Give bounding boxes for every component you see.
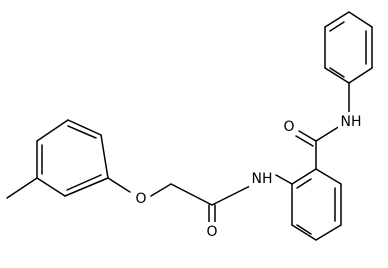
bond-nh-acetyl — [211, 185, 251, 206]
svg-text:O: O — [283, 119, 294, 135]
svg-text:O: O — [206, 224, 217, 240]
atom-o-carbonyl-top: O — [281, 117, 297, 135]
benzene-ring-middle — [291, 168, 342, 241]
bond-carbonyl-ch2 — [170, 183, 213, 206]
atom-o-ether: O — [133, 189, 149, 207]
bond-ring-nh — [275, 174, 293, 185]
atom-nh-top: NH — [338, 112, 364, 130]
bond-nh-carbonyl — [315, 125, 341, 142]
phenyl-ring-top — [324, 11, 373, 84]
atom-nh-middle: NH — [249, 169, 275, 187]
atom-o-carbonyl-bottom: O — [204, 222, 220, 240]
carbonyl-bottom — [208, 204, 216, 223]
carbonyl-top — [295, 130, 317, 147]
tolyl-ring-left — [36, 119, 109, 197]
svg-text:NH: NH — [341, 114, 362, 130]
svg-text:O: O — [135, 191, 146, 207]
bond-ch2-oxygen — [150, 183, 172, 197]
bond-oxygen-ring — [107, 177, 131, 193]
svg-text:NH: NH — [252, 171, 273, 187]
bond-methyl — [6, 177, 38, 199]
